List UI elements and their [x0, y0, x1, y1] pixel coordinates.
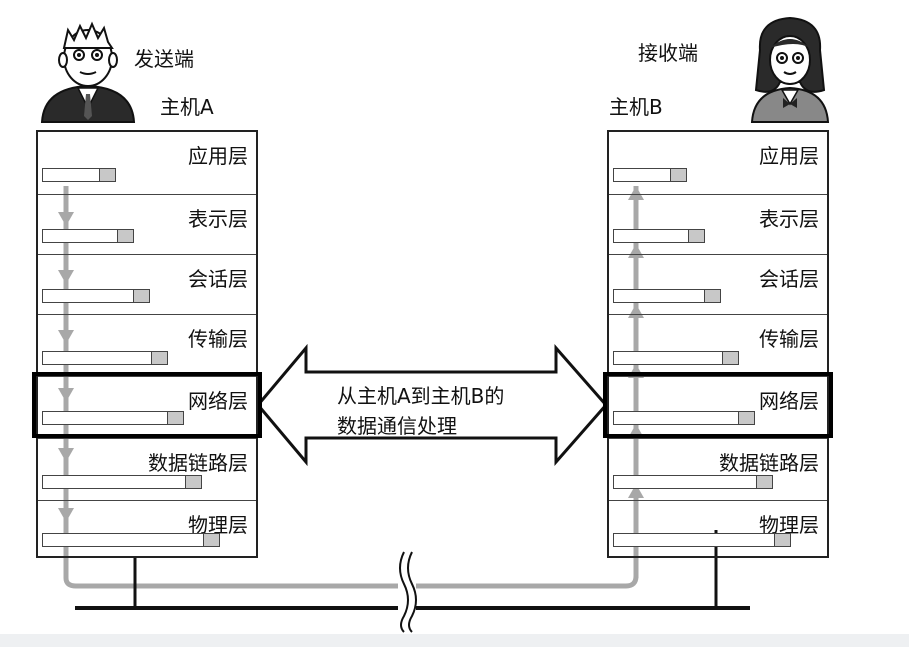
pdu-header: [738, 412, 754, 424]
pdu-header: [203, 534, 219, 546]
host-b-stack: 应用层 表示层 会话层 传输层 网络层 数据链路层 物理层: [607, 130, 829, 558]
sender-downward-flow: [58, 186, 74, 578]
pdu-header: [774, 534, 790, 546]
receiver-role-label: 接收端: [638, 41, 698, 65]
host-a-layer-session: 会话层: [38, 254, 256, 314]
bottom-strip: [0, 634, 909, 647]
arrow-message-line2: 数据通信处理: [337, 414, 457, 438]
host-b-layer-datalink: 数据链路层: [609, 438, 827, 500]
host-b-layer-session: 会话层: [609, 254, 827, 314]
layer-name: 传输层: [188, 327, 248, 351]
host-a-stack: 应用层 表示层 会话层 传输层 网络层 数据链路层 物理层: [36, 130, 258, 558]
pdu-bar: [42, 168, 116, 182]
host-a-label: 主机A: [160, 95, 214, 119]
host-b-layer-transport: 传输层: [609, 314, 827, 376]
pdu-bar: [613, 289, 721, 303]
pdu-header: [117, 230, 133, 242]
pdu-header: [99, 169, 115, 181]
break-mark-right: [407, 551, 417, 633]
pdu-header: [670, 169, 686, 181]
pdu-header: [185, 476, 201, 488]
pdu-header: [722, 352, 738, 364]
host-a-layer-datalink: 数据链路层: [38, 438, 256, 500]
break-mark-left: [399, 551, 409, 633]
host-b-layer-presentation: 表示层: [609, 194, 827, 254]
layer-name: 传输层: [759, 327, 819, 351]
host-b-label: 主机B: [609, 95, 663, 119]
host-a-layer-presentation: 表示层: [38, 194, 256, 254]
pdu-bar: [613, 168, 687, 182]
pdu-bar: [42, 351, 168, 365]
pdu-bar: [613, 475, 773, 489]
host-b-layer-application: 应用层: [609, 132, 827, 194]
layer-name: 数据链路层: [148, 451, 248, 475]
layer-name: 会话层: [188, 267, 248, 291]
receiver-person-icon: [750, 16, 830, 123]
pdu-bar: [613, 351, 739, 365]
sender-person-icon: [40, 21, 136, 123]
layer-name: 表示层: [759, 207, 819, 231]
pdu-header: [704, 290, 720, 302]
pdu-header: [151, 352, 167, 364]
layer-name: 网络层: [759, 389, 819, 413]
host-a-layer-application: 应用层: [38, 132, 256, 194]
pdu-bar: [42, 289, 150, 303]
layer-name: 会话层: [759, 267, 819, 291]
pdu-bar: [613, 229, 705, 243]
host-b-layer-physical: 物理层: [609, 500, 827, 556]
signal-path-left: [63, 558, 398, 589]
pdu-bar: [613, 411, 755, 425]
layer-name: 表示层: [188, 207, 248, 231]
layer-name: 应用层: [188, 144, 248, 168]
layer-name: 数据链路层: [719, 451, 819, 475]
pdu-bar: [42, 475, 202, 489]
signal-path-right: [416, 558, 639, 589]
host-a-layer-transport: 传输层: [38, 314, 256, 376]
layer-name: 应用层: [759, 144, 819, 168]
pdu-header: [688, 230, 704, 242]
host-a-layer-network: 网络层: [38, 376, 256, 438]
pdu-bar: [42, 533, 220, 547]
host-b-layer-network: 网络层: [609, 376, 827, 438]
host-a-layer-physical: 物理层: [38, 500, 256, 556]
pdu-bar: [42, 229, 134, 243]
sender-role-label: 发送端: [134, 47, 194, 71]
arrow-message-line1: 从主机A到主机B的: [337, 384, 505, 408]
pdu-header: [756, 476, 772, 488]
layer-name: 网络层: [188, 389, 248, 413]
pdu-bar: [613, 533, 791, 547]
pdu-bar: [42, 411, 184, 425]
pdu-header: [167, 412, 183, 424]
pdu-header: [133, 290, 149, 302]
